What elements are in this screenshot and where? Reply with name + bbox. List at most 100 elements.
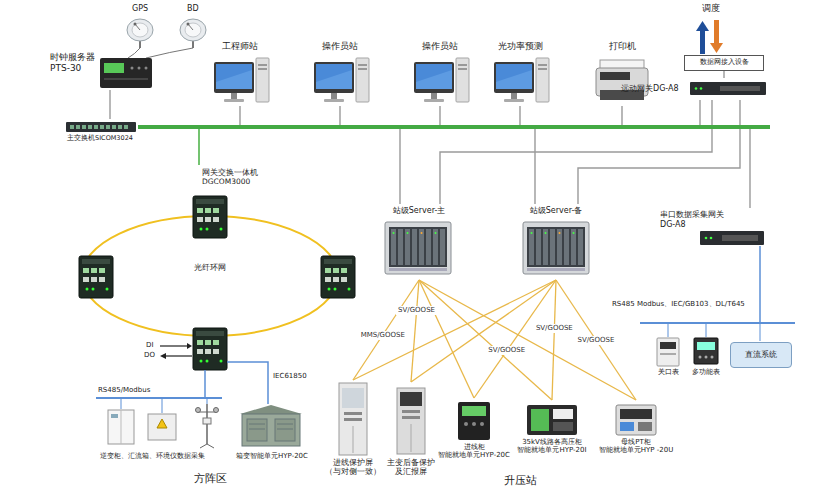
intelligent-unit-icon	[472, 422, 476, 426]
connector	[109, 90, 110, 119]
connector	[138, 127, 400, 204]
protection-panel-icon	[344, 418, 362, 421]
server-icon	[385, 222, 589, 274]
connector	[138, 127, 750, 208]
intelligent-unit-icon	[531, 409, 549, 431]
main-switch-icon	[106, 125, 110, 129]
annotation-label: RS485/Modbus	[98, 386, 150, 394]
protection-panel-icon	[344, 412, 362, 415]
field-devices	[214, 408, 219, 413]
node-text: 时钟服务器 PTS-30	[50, 52, 102, 74]
meter-icon	[660, 342, 676, 349]
rs485-bus	[96, 397, 222, 399]
dispatch-arrows	[700, 30, 705, 54]
antenna-dish	[146, 48, 193, 58]
rs485-bus	[162, 398, 163, 413]
rs485-bus	[121, 398, 122, 409]
meter-icon	[657, 338, 718, 366]
gateway-icon	[720, 86, 760, 91]
annotation-label: IEC61850	[273, 372, 307, 380]
connector	[138, 106, 622, 127]
connector	[556, 280, 636, 400]
annotation-label: 方阵区	[194, 472, 227, 485]
rs485-bus	[706, 323, 707, 337]
protection-panel-icon	[402, 416, 420, 419]
intelligent-unit-icon	[458, 402, 656, 440]
annotation-label: 逆变柜、汇流箱、环境仪数据采集	[100, 452, 205, 460]
io-arrows	[165, 355, 192, 356]
iec61850-link	[227, 362, 268, 404]
intelligent-unit-icon	[620, 422, 634, 431]
gateway-icon	[722, 235, 758, 241]
gateway-icon	[690, 82, 766, 95]
server-icon	[385, 222, 451, 274]
connector	[138, 106, 340, 127]
main-switch-icon	[82, 125, 86, 129]
network-bus	[138, 125, 770, 129]
gateway-icon	[700, 87, 703, 90]
device-node: 网关交换一体机 DGCOM3000	[188, 165, 260, 242]
protection-panel-icon	[342, 388, 364, 408]
box-transformer-icon	[275, 419, 295, 441]
io-arrows	[160, 345, 188, 346]
connector	[138, 106, 240, 127]
main-switch-icon	[124, 125, 128, 129]
intelligent-unit-icon	[616, 405, 656, 435]
device-node: 站级Server-主	[380, 204, 458, 280]
meter-icon	[697, 342, 715, 350]
field-devices	[108, 404, 219, 448]
rs485-bus	[668, 323, 669, 337]
annotation-label: 光纤环网	[194, 263, 226, 273]
device-node: 直流系统	[730, 342, 792, 368]
box-transformer-icon	[240, 405, 302, 446]
dispatch-arrows	[710, 43, 723, 53]
device-node: 打印机	[590, 40, 654, 106]
node-text: 35kV线路各高压柜 智能就地单元HYP-20I	[513, 438, 591, 455]
device-node: 数据网接入设备	[684, 55, 764, 71]
connector	[353, 280, 556, 380]
node-text: 进线柜 智能就地单元HYP-20C	[435, 443, 513, 460]
device-node: 时钟服务器 PTS-30	[48, 44, 154, 90]
node-text: 操作员站	[322, 41, 358, 52]
switch-icon	[193, 328, 227, 370]
device-node: 操作员站	[408, 40, 472, 106]
box-transformer-icon	[242, 414, 300, 446]
dispatch-arrows	[696, 20, 723, 54]
intelligent-unit-icon	[464, 422, 468, 426]
connector	[578, 100, 740, 204]
gateway-icon	[695, 87, 698, 90]
node-text: 打印机	[609, 41, 636, 52]
workstation-icon	[214, 58, 269, 102]
node-text: 关口表	[658, 368, 679, 376]
time-server-icon	[100, 58, 152, 88]
main-switch-icon	[66, 122, 136, 132]
intelligent-unit-icon	[620, 409, 652, 419]
annotation-label: 升压站	[504, 474, 537, 487]
protection-panel-icon	[397, 388, 425, 454]
field-devices	[157, 419, 167, 428]
main-switch-icon	[88, 125, 92, 129]
connector	[723, 71, 724, 78]
printer-icon	[596, 60, 648, 100]
intelligent-unit-icon	[480, 422, 484, 426]
node-text: 站级Server-备	[530, 206, 583, 216]
connector	[138, 127, 199, 165]
device-node: 主变后备保护 及汇报屏	[385, 382, 437, 482]
connector	[474, 280, 556, 398]
gateway-icon	[710, 237, 713, 240]
time-server-icon	[138, 67, 141, 70]
workstation-icon	[414, 58, 469, 102]
io-arrows	[160, 353, 166, 359]
device-node: 主交换机SICOM3024	[62, 119, 138, 149]
box-transformer-icon	[277, 429, 293, 430]
box-transformer-icon	[247, 419, 267, 441]
connector-label: SV/GOOSE	[396, 306, 437, 315]
rs485-bus	[207, 398, 208, 404]
rs485-bus	[759, 246, 761, 323]
time-server-icon	[104, 63, 124, 73]
field-devices	[148, 414, 176, 440]
gateway-icon	[705, 237, 708, 240]
